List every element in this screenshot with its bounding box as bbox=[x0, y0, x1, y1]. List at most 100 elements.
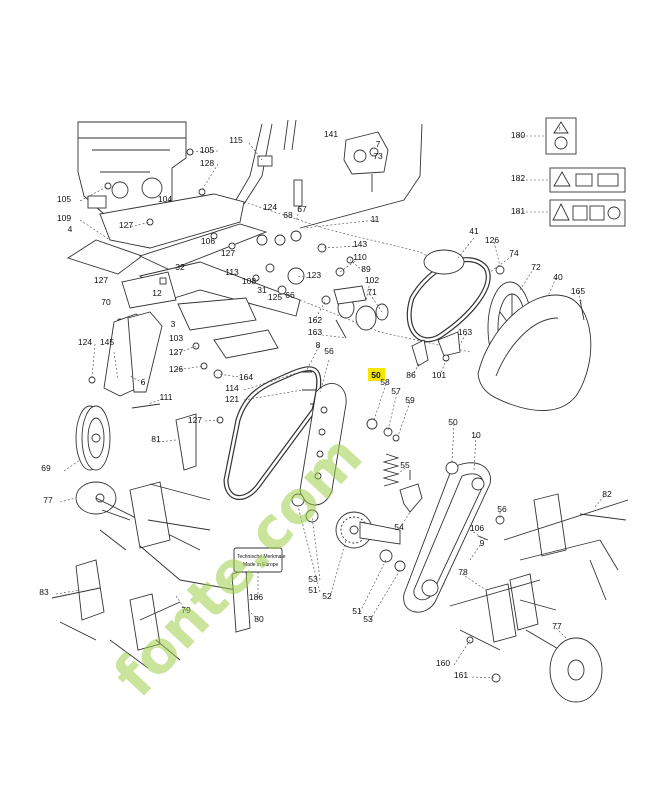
callout-c4: 4 bbox=[68, 224, 73, 234]
callout-c128: 128 bbox=[200, 158, 214, 168]
callout-c51a: 51 bbox=[308, 585, 318, 595]
callout-c57: 57 bbox=[391, 386, 401, 396]
callout-c126b: 126 bbox=[485, 235, 499, 245]
callout-c127a: 127 bbox=[119, 220, 133, 230]
callout-c32: 32 bbox=[175, 262, 185, 272]
drive-pulleys bbox=[333, 285, 389, 339]
chain-case-upper bbox=[299, 383, 347, 506]
callout-c86: 86 bbox=[406, 370, 416, 380]
callout-c145: 145 bbox=[100, 337, 114, 347]
callout-c164: 164 bbox=[239, 372, 253, 382]
callout-c6: 6 bbox=[141, 377, 146, 387]
callout-c68: 68 bbox=[283, 210, 293, 220]
callout-c52: 52 bbox=[322, 591, 332, 601]
callout-c69: 69 bbox=[41, 463, 51, 473]
callout-c54: 54 bbox=[394, 522, 404, 532]
callout-c160: 160 bbox=[436, 658, 450, 668]
callout-c74: 74 bbox=[509, 248, 519, 258]
callout-c101: 101 bbox=[432, 370, 446, 380]
lever bbox=[399, 470, 423, 513]
callout-c7: 7 bbox=[376, 139, 381, 149]
callout-c126a: 126 bbox=[169, 364, 183, 374]
callout-c82: 82 bbox=[602, 489, 612, 499]
callout-c9: 9 bbox=[480, 538, 485, 548]
callout-c127d: 127 bbox=[169, 347, 183, 357]
callout-c83: 83 bbox=[39, 587, 49, 597]
callout-c79: 79 bbox=[181, 605, 191, 615]
wheel-assembly bbox=[75, 311, 163, 471]
callout-c58: 58 bbox=[380, 377, 390, 387]
callout-c108: 108 bbox=[242, 276, 256, 286]
callout-c143: 143 bbox=[353, 239, 367, 249]
callout-c106: 106 bbox=[201, 236, 215, 246]
callout-c12: 12 bbox=[152, 288, 162, 298]
callout-c127c: 127 bbox=[94, 275, 108, 285]
callout-c181: 181 bbox=[511, 206, 525, 216]
callout-c59: 59 bbox=[405, 395, 415, 405]
highlight-callout: 50 bbox=[371, 370, 381, 380]
callout-c77b: 77 bbox=[552, 621, 562, 631]
callout-c31: 31 bbox=[257, 285, 267, 295]
callout-c70: 70 bbox=[101, 297, 111, 307]
callout-c165: 165 bbox=[571, 286, 585, 296]
cable-and-control bbox=[299, 123, 423, 229]
callout-c106b: 106 bbox=[470, 523, 484, 533]
leaders bbox=[55, 135, 605, 679]
callout-c56a: 56 bbox=[324, 346, 334, 356]
callout-c66: 66 bbox=[285, 290, 295, 300]
spring bbox=[382, 453, 400, 487]
engine bbox=[77, 121, 187, 215]
callout-c180: 180 bbox=[511, 130, 525, 140]
callout-c109: 109 bbox=[57, 213, 71, 223]
callout-c80: 80 bbox=[254, 614, 264, 624]
callout-c124a: 124 bbox=[263, 202, 277, 212]
watermark: fonte.com bbox=[101, 422, 376, 710]
callout-c182: 182 bbox=[511, 173, 525, 183]
callout-c127b: 127 bbox=[221, 248, 235, 258]
callout-c103: 103 bbox=[169, 333, 183, 343]
callout-c121: 121 bbox=[225, 394, 239, 404]
callout-c78: 78 bbox=[458, 567, 468, 577]
callout-c115: 115 bbox=[229, 135, 243, 145]
callout-c41: 41 bbox=[469, 226, 479, 236]
callout-c186: 186 bbox=[249, 592, 263, 602]
callout-c40: 40 bbox=[553, 272, 563, 282]
callout-c123: 123 bbox=[307, 270, 321, 280]
callout-c77a: 77 bbox=[43, 495, 53, 505]
callout-c10: 10 bbox=[471, 430, 481, 440]
callout-c51b: 51 bbox=[352, 606, 362, 616]
warning-decals: ! bbox=[545, 117, 626, 227]
callout-c89: 89 bbox=[361, 264, 371, 274]
callout-c50b: 50 bbox=[448, 417, 458, 427]
highlight-box bbox=[368, 368, 385, 381]
callout-c124b: 124 bbox=[78, 337, 92, 347]
callout-c11: 11 bbox=[371, 214, 380, 224]
belts bbox=[223, 249, 491, 500]
callout-c163a: 163 bbox=[308, 327, 322, 337]
callout-c114: 114 bbox=[225, 383, 239, 393]
callout-c71: 71 bbox=[367, 287, 377, 297]
label-sticker: Technische Merkmale Made in Europe bbox=[233, 547, 286, 573]
callout-c81: 81 bbox=[151, 434, 161, 444]
callout-c67: 67 bbox=[297, 204, 307, 214]
callout-c102: 102 bbox=[365, 275, 379, 285]
callout-c105a: 105 bbox=[200, 145, 214, 155]
callout-c162: 162 bbox=[308, 315, 322, 325]
callout-c163b: 163 bbox=[458, 327, 472, 337]
callout-c127e: 127 bbox=[188, 415, 202, 425]
callout-c72: 72 bbox=[531, 262, 541, 272]
callout-c8: 8 bbox=[316, 340, 321, 350]
callout-c56b: 56 bbox=[497, 504, 507, 514]
callout-c113: 113 bbox=[225, 267, 239, 277]
sticker-line-1: Technische Merkmale bbox=[237, 554, 286, 560]
belt-cover bbox=[411, 265, 592, 411]
callout-c104: 104 bbox=[158, 194, 172, 204]
sprocket bbox=[291, 418, 406, 572]
callout-c125: 125 bbox=[268, 292, 282, 302]
sticker-line-2: Made in Europe bbox=[243, 562, 279, 568]
callout-c53a: 53 bbox=[308, 574, 318, 584]
callout-c105b: 105 bbox=[57, 194, 71, 204]
callout-c73: 73 bbox=[373, 151, 383, 161]
